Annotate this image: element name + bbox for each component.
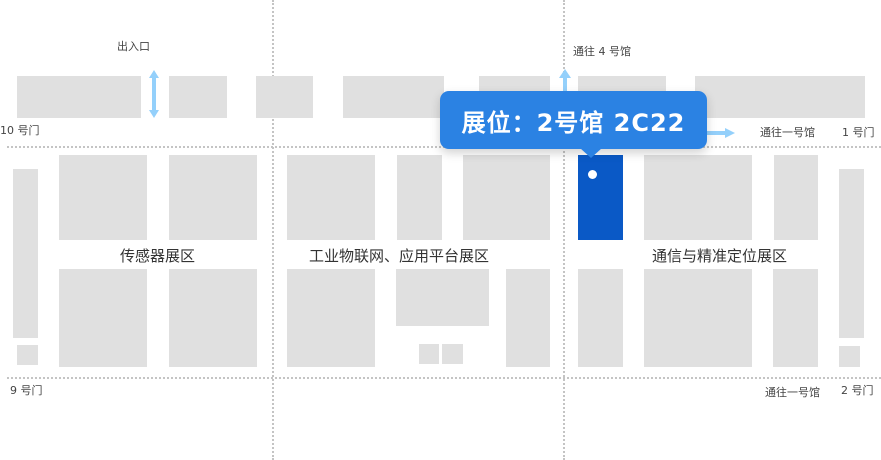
booth-iot-5[interactable] — [396, 269, 489, 326]
booth-right-bar[interactable] — [839, 169, 864, 338]
booth-top-1[interactable] — [17, 76, 141, 118]
booth-comm-6[interactable] — [773, 269, 818, 367]
zone-label-sensor: 传感器展区 — [120, 247, 196, 265]
booth-top-4[interactable] — [343, 76, 444, 118]
booth-sensor-1[interactable] — [59, 155, 147, 240]
aisle-line-right — [563, 0, 565, 460]
zone-label-comm: 通信与精准定位展区 — [652, 247, 788, 265]
booth-comm-4[interactable] — [578, 269, 623, 367]
booth-sensor-2[interactable] — [169, 155, 257, 240]
gate-2-label: 2 号门 — [841, 384, 874, 397]
gate-9-label: 9 号门 — [10, 384, 43, 397]
booth-top-7[interactable] — [695, 76, 865, 118]
entrance-label: 出入口 — [117, 40, 150, 53]
booth-left-small[interactable] — [17, 345, 38, 365]
booth-comm-2[interactable] — [644, 155, 752, 240]
booth-iot-2[interactable] — [397, 155, 442, 240]
booth-iot-3[interactable] — [463, 155, 550, 240]
aisle-line-bottom — [7, 377, 881, 379]
booth-tooltip-text: 展位：2号馆 2C22 — [461, 108, 686, 137]
booth-iot-1[interactable] — [287, 155, 375, 240]
booth-iot-4[interactable] — [287, 269, 375, 367]
gate-1-label: 1 号门 — [842, 126, 875, 139]
direction-to-hall4: 通往 4 号馆 — [573, 45, 631, 58]
booth-iot-7[interactable] — [442, 344, 463, 364]
booth-location-dot-icon — [588, 170, 597, 179]
direction-to-hall1-top: 通往一号馆 — [760, 126, 815, 139]
gate-10-label: 10 号门 — [0, 124, 40, 137]
booth-left-bar[interactable] — [13, 169, 38, 338]
aisle-line-left — [272, 0, 274, 460]
booth-iot-6[interactable] — [419, 344, 439, 364]
booth-right-small[interactable] — [839, 346, 860, 367]
booth-top-3[interactable] — [256, 76, 313, 118]
direction-to-hall1-bottom: 通往一号馆 — [765, 386, 820, 399]
booth-tooltip: 展位：2号馆 2C22 — [440, 91, 707, 149]
booth-sensor-4[interactable] — [169, 269, 257, 367]
booth-2c22-highlighted[interactable] — [578, 155, 623, 240]
booth-iot-8[interactable] — [506, 269, 550, 367]
booth-sensor-3[interactable] — [59, 269, 147, 367]
tooltip-pointer-icon — [580, 148, 602, 158]
booth-comm-3[interactable] — [774, 155, 818, 240]
zone-label-iot: 工业物联网、应用平台展区 — [309, 247, 490, 265]
booth-comm-5[interactable] — [644, 269, 752, 367]
booth-top-2[interactable] — [169, 76, 227, 118]
